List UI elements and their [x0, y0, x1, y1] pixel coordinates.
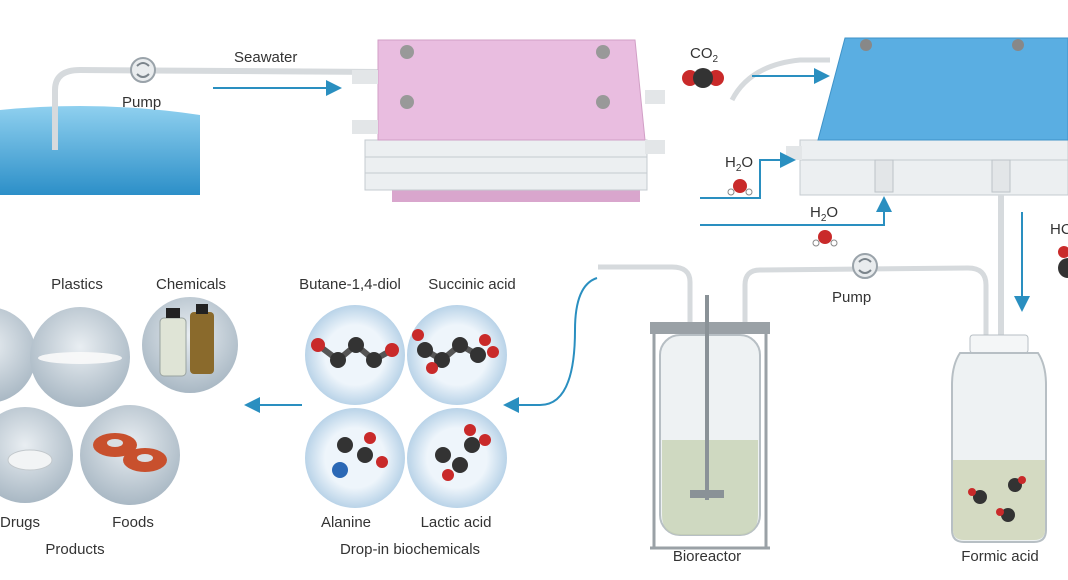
- co2-molecule-icon: [682, 68, 724, 88]
- flow-arrow: [700, 152, 796, 199]
- alanine-label: Alanine: [321, 514, 371, 531]
- h2o-molecule-icon: [812, 230, 838, 247]
- pump-icon: [852, 253, 878, 279]
- hcooh-label: HC: [1050, 221, 1068, 238]
- pipe-to-biochemicals: [598, 264, 693, 322]
- pipe-co2: [729, 57, 830, 102]
- pipe-seawater: [52, 66, 381, 150]
- foods-label: Foods: [112, 514, 154, 531]
- alanine-molecule: [305, 408, 405, 508]
- plastics-label: Plastics: [51, 276, 103, 293]
- flow-arrow: [503, 277, 598, 413]
- bioreactor-vessel: [650, 295, 770, 550]
- h2o-molecule-icon: [727, 179, 753, 196]
- seawater-label: Seawater: [234, 49, 297, 66]
- butanediol-label: Butane-1,4-diol: [299, 276, 401, 293]
- pump-label-bottom: Pump: [832, 289, 871, 306]
- product-circles: [0, 297, 238, 505]
- co2-label: CO2: [690, 45, 719, 65]
- succinic-acid-label: Succinic acid: [428, 276, 516, 293]
- pump-icon: [130, 57, 156, 83]
- hcooh-molecule-icon: [1058, 246, 1068, 278]
- drugs-label: Drugs: [0, 514, 40, 531]
- products-label: Products: [45, 541, 104, 558]
- seawater-electrolyzer: [352, 39, 665, 202]
- butanediol-molecule: [305, 305, 405, 405]
- drop-in-biochemicals-label: Drop-in biochemicals: [340, 541, 480, 558]
- chemicals-label: Chemicals: [156, 276, 226, 293]
- bioreactor-label: Bioreactor: [673, 548, 741, 565]
- product-partial-image: [0, 308, 36, 402]
- formic-acid-label: Formic acid: [961, 548, 1039, 565]
- h2o-label-bottom: H2O: [810, 204, 838, 224]
- co2-electrolyzer: [786, 37, 1068, 196]
- lactic-acid-label: Lactic acid: [421, 514, 492, 531]
- formic-acid-bottle: [951, 334, 1047, 543]
- h2o-label-top: H2O: [725, 154, 753, 174]
- seawater-pool: [0, 106, 200, 195]
- flow-arrow: [700, 196, 892, 226]
- succinic-acid-molecule: [407, 305, 507, 405]
- pump-label-top: Pump: [122, 94, 161, 111]
- lactic-acid-molecule: [407, 408, 507, 508]
